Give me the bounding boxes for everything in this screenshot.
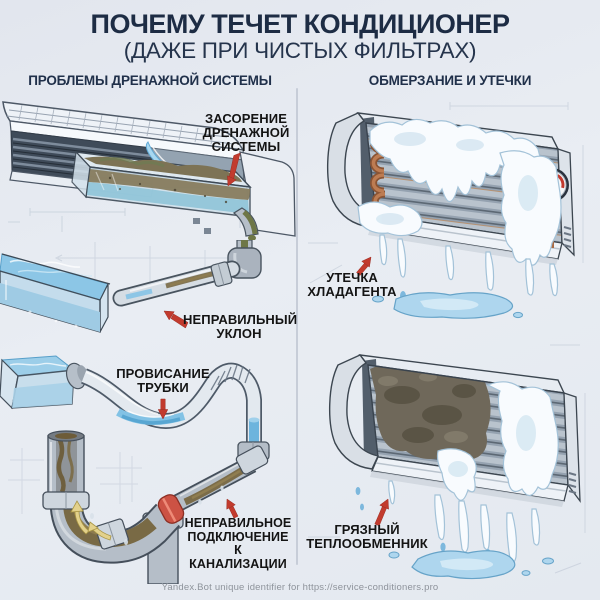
ice-shading	[376, 132, 538, 225]
blueprint-lines	[8, 448, 142, 514]
callout-refrigerant-leak: УТЕЧКА ХЛАДАГЕНТА	[307, 270, 397, 300]
backflow-arrows	[70, 500, 112, 541]
red-arrow-dirty-exchanger-icon	[374, 498, 389, 527]
drain-outlet-goo	[232, 207, 259, 240]
page-title: ПОЧЕМУ ТЕЧЕТ КОНДИЦИОНЕР	[90, 9, 510, 39]
ice-shading	[448, 415, 536, 477]
right-column-heading: ОБМЕРЗАНИЕ И УТЕЧКИ	[368, 73, 532, 88]
drips-and-puddle	[355, 487, 554, 580]
blueprint-lines	[308, 344, 586, 574]
callout-sagging-tube: ПРОВИСАНИЕ ТРУБКИ	[116, 366, 210, 396]
red-coupling	[157, 494, 185, 524]
sagging-tube	[80, 362, 270, 461]
callout-wrong-sewer-connection: НЕПРАВИЛЬНОЕ ПОДКЛЮЧЕНИЕ К КАНАЛИЗАЦИИ	[184, 516, 292, 571]
drain-pan-clogged	[71, 150, 252, 218]
illustration-frozen-coil	[308, 102, 584, 319]
callout-wrong-slope: НЕПРАВИЛЬНЫЙ УКЛОН	[183, 312, 298, 342]
water-pan	[0, 253, 111, 333]
red-arrow-sewer-icon	[226, 498, 239, 519]
callout-clogged-drain: ЗАСОРЕНИЕ ДРЕНАЖНОЙ СИСТЕМЫ	[202, 111, 290, 155]
page-subtitle: (ДАЖЕ ПРИ ЧИСТЫХ ФИЛЬТРАХ)	[123, 38, 477, 63]
illustration-wrong-slope	[0, 240, 262, 333]
red-arrow-clogged-drain-icon	[227, 152, 241, 187]
drips-and-puddle	[372, 291, 523, 319]
watermark-text: Yandex.Bot unique identifier for https:/…	[161, 582, 439, 593]
small-tank	[0, 355, 89, 410]
blueprint-lines	[308, 102, 584, 284]
sloped-pipe	[112, 260, 241, 307]
red-arrow-refrigerant-leak-icon	[356, 256, 372, 276]
column-divider	[296, 88, 298, 565]
callout-dirty-heat-exchanger: ГРЯЗНЫЙ ТЕПЛООБМЕННИК	[306, 522, 428, 552]
illustration-sag-and-sewer	[0, 355, 270, 584]
left-column-heading: ПРОБЛЕМЫ ДРЕНАЖНОЙ СИСТЕМЫ	[28, 73, 272, 88]
red-arrow-wrong-slope-icon	[163, 310, 189, 329]
illustration-dirty-heat-exchanger	[308, 344, 586, 580]
ac-unit-cutaway	[2, 101, 296, 237]
illustration-clogged-drain	[2, 101, 296, 240]
red-arrow-sag-icon	[157, 398, 169, 420]
